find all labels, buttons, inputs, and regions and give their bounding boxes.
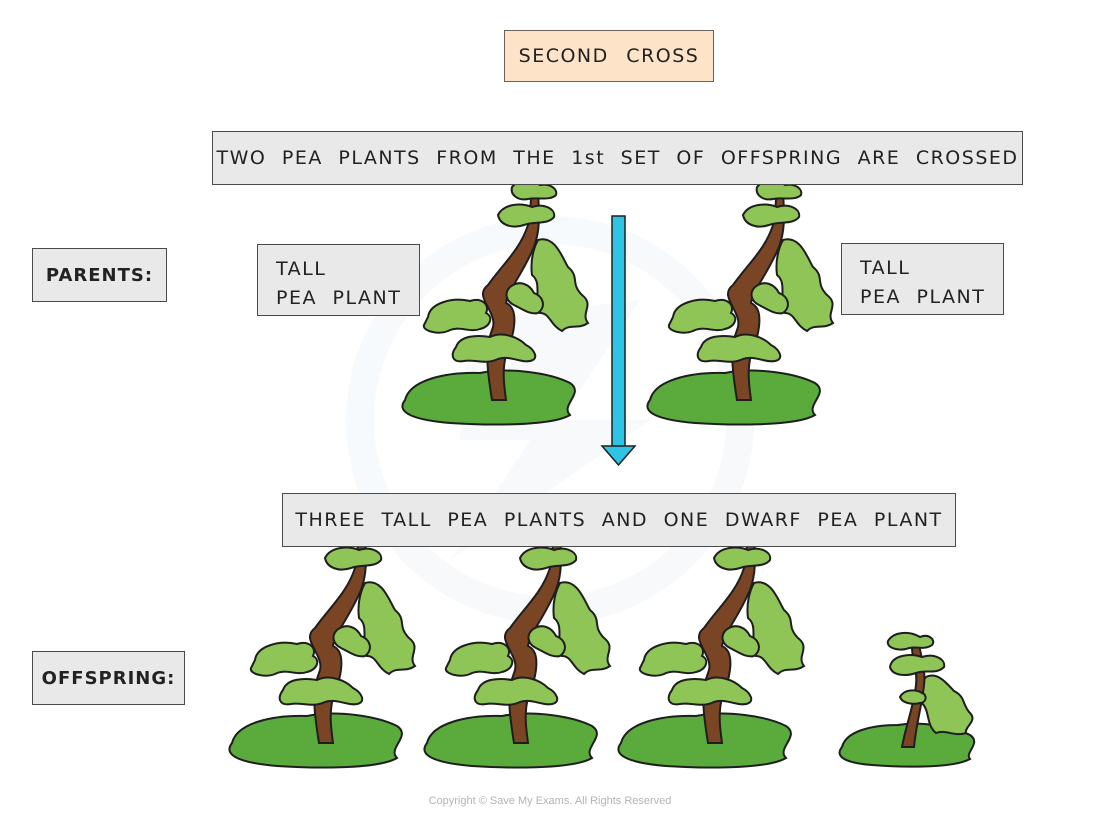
cross-arrow [600, 215, 637, 467]
offspring-dwarf-plant [838, 631, 976, 768]
offspring-tall-plant-2 [423, 522, 611, 769]
offspring-tall-plant-1 [228, 522, 416, 769]
parent-left-line2: PEA PLANT [276, 287, 402, 309]
parent-right-line1: TALL [860, 257, 911, 279]
parent-tall-plant-right [646, 179, 834, 426]
offspring-result: THREE TALL PEA PLANTS AND ONE DWARF PEA … [282, 493, 956, 547]
parent-left-caption: TALL PEA PLANT [257, 244, 420, 316]
parent-right-line2: PEA PLANT [860, 286, 986, 308]
copyright-notice: Copyright © Save My Exams. All Rights Re… [428, 795, 672, 807]
offspring-tall-plant-3 [617, 522, 805, 769]
offspring-label: OFFSPRING: [32, 651, 185, 705]
parent-left-line1: TALL [276, 258, 327, 280]
step-description: TWO PEA PLANTS FROM THE 1st SET OF OFFSP… [212, 131, 1023, 185]
parents-label: PARENTS: [32, 248, 167, 302]
parent-right-caption: TALL PEA PLANT [841, 243, 1004, 315]
diagram-title: SECOND CROSS [504, 30, 714, 82]
